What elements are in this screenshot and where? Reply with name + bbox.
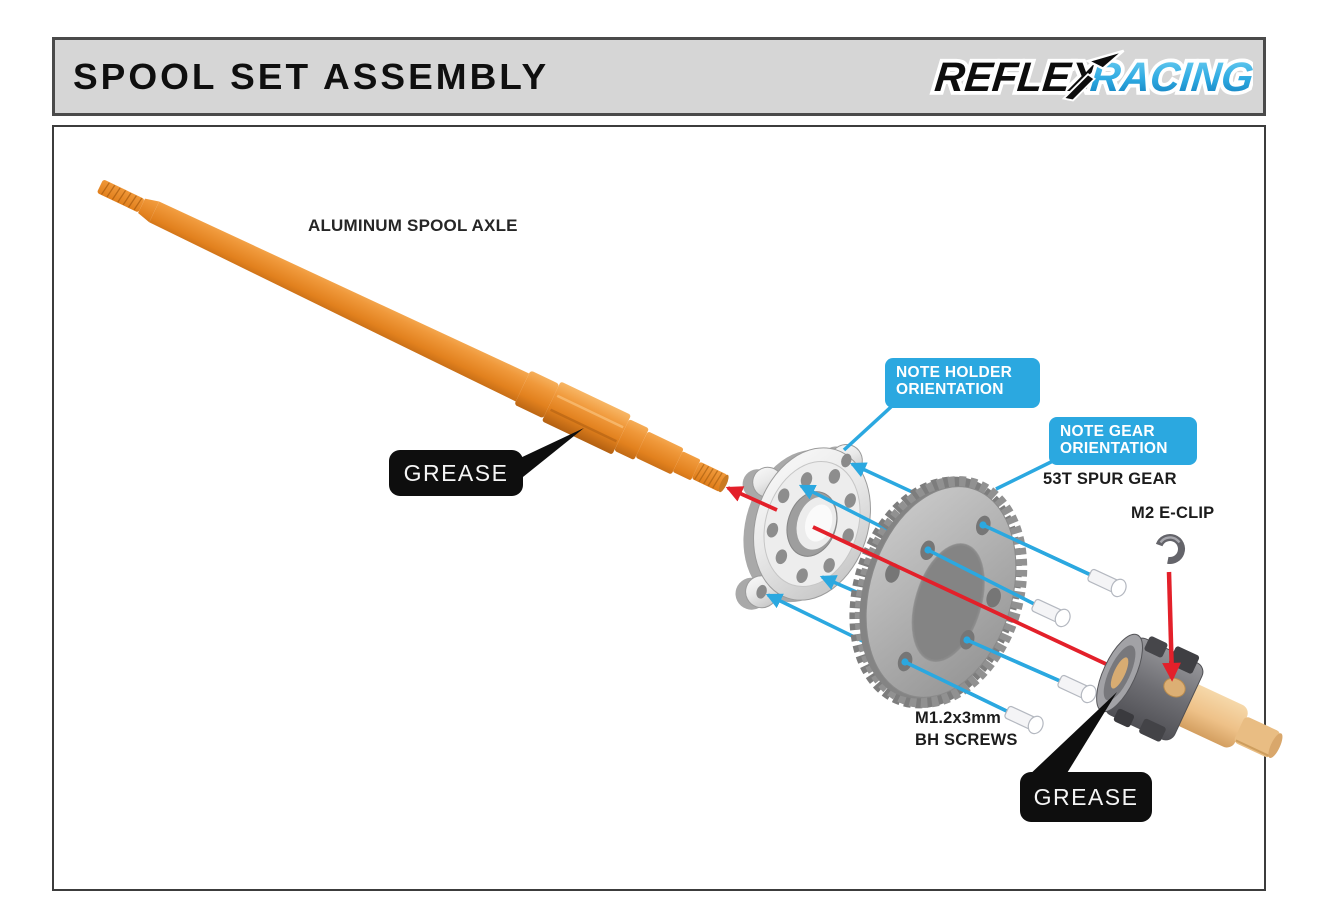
- red-arrow-eclip: [1162, 571, 1182, 682]
- eclip-illustration: [1155, 534, 1185, 564]
- red-axis-line: [812, 525, 1107, 666]
- label-screws-line1: M1.2x3mm: [915, 709, 1001, 727]
- callout-note-gear-orientation: NOTE GEAR ORIENTATION: [1049, 417, 1197, 465]
- callout-grease-right: GREASE: [1020, 772, 1152, 822]
- label-spur-gear: 53T SPUR GEAR: [1043, 470, 1177, 488]
- label-eclip: M2 E-CLIP: [1131, 504, 1215, 522]
- bh-screws-illustration: [1004, 568, 1127, 735]
- screw-arrow-overlays: [904, 523, 1107, 721]
- grease-right-pointer: [1026, 692, 1117, 778]
- header-bar: SPOOL SET ASSEMBLY REFLEX RACING: [52, 37, 1266, 116]
- gear-hole-markers: [901, 521, 987, 666]
- callout-note-holder-orientation: NOTE HOLDER ORIENTATION: [885, 358, 1040, 408]
- spool-holder-illustration: [735, 443, 871, 610]
- callout-line: NOTE GEAR: [1060, 423, 1155, 440]
- grease-left-pointer: [518, 428, 584, 481]
- callout-line: ORIENTATION: [1060, 440, 1168, 458]
- leader-note-holder: [842, 404, 894, 452]
- callout-line: ORIENTATION: [896, 381, 1004, 399]
- logo-arrow-icon: [1084, 49, 1125, 70]
- logo-arrow-tail: [1061, 72, 1097, 102]
- page-title: SPOOL SET ASSEMBLY: [73, 56, 550, 97]
- callout-line: NOTE HOLDER: [896, 364, 1013, 381]
- red-arrow-axle: [725, 486, 778, 512]
- reflex-racing-logo: REFLEX RACING: [929, 49, 1253, 104]
- spool-hub-illustration: [1096, 633, 1283, 759]
- label-aluminum-spool-axle: ALUMINUM SPOOL AXLE: [308, 216, 518, 235]
- spool-axle-illustration: [97, 180, 729, 493]
- leader-note-gear: [995, 458, 1056, 491]
- callout-grease-left: GREASE: [389, 450, 523, 496]
- label-screws-line2: BH SCREWS: [915, 731, 1018, 749]
